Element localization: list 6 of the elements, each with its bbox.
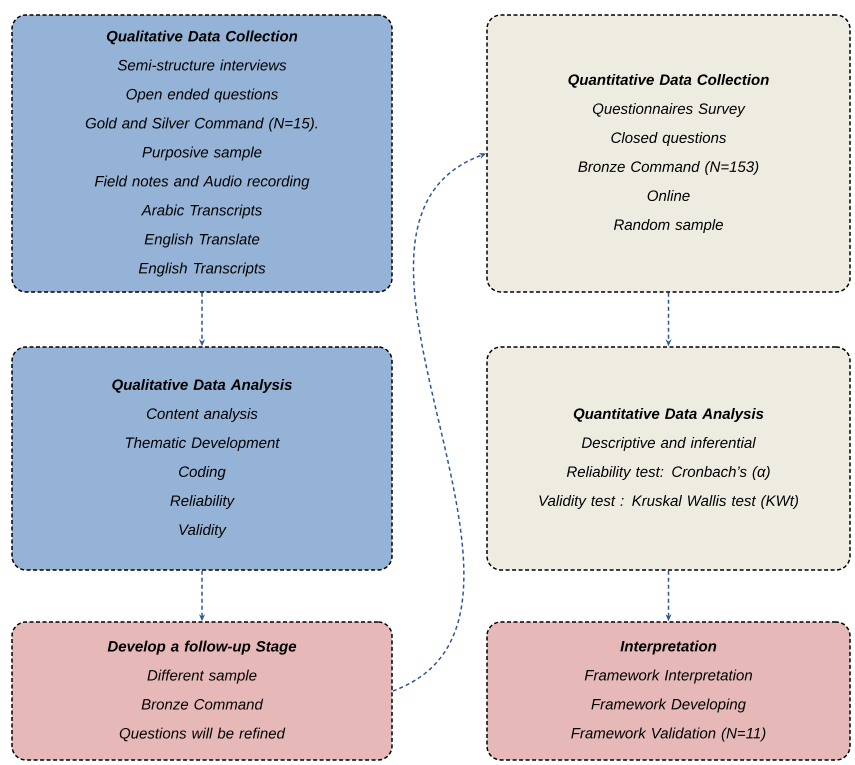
- process-box: Qualitative Data Analysis Content analysis Thematic Development Coding Reliability Validity: [11, 346, 393, 571]
- process-box: Develop a follow-up Stage Different sample Bronze Command Questions will be refined: [11, 621, 393, 761]
- process-box: Interpretation Framework Interpretation Framework Developing Framework Validation (N=11): [486, 621, 851, 761]
- process-box: Qualitative Data Collection Semi-structure interviews Open ended questions Gold and Silver Command (N=15). Purposive sample Field notes and Audio recording Arabic Transcripts English Translate English Transcripts: [11, 14, 393, 293]
- process-box: Quantitative Data Analysis Descriptive and inferential Reliability test: Cronbach’s (α) Validity test : Kruskal Wallis test (KWt): [486, 346, 851, 571]
- process-box: Quantitative Data Collection Questionnaires Survey Closed questions Bronze Command (N=153) Online Random sample: [486, 14, 851, 293]
